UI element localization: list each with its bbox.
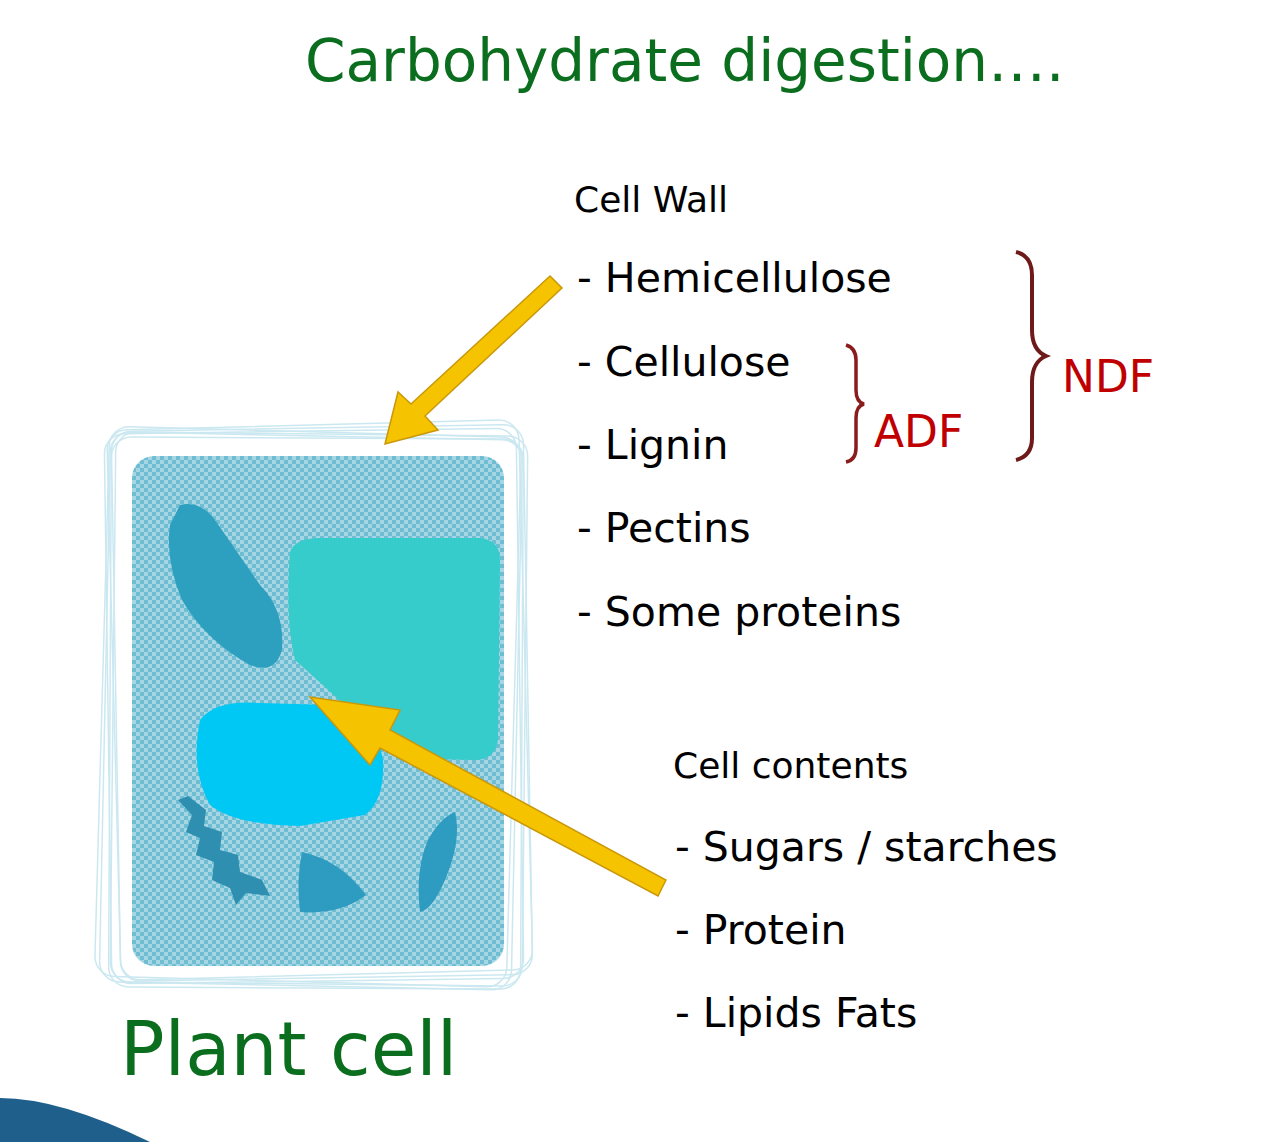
organelle (178, 796, 270, 905)
cell-wall-lines (94, 420, 533, 991)
list-item: - Sugars / starches (675, 827, 1058, 868)
cytoplasm (132, 456, 504, 966)
fiber-label: NDF (1062, 355, 1154, 399)
list-item: - Pectins (577, 508, 751, 549)
adf-bracket (846, 345, 864, 462)
ndf-bracket (1016, 252, 1046, 460)
section-heading: Cell Wall (574, 182, 728, 218)
pointer-arrow (310, 697, 666, 896)
organelle (169, 504, 282, 668)
pointer-arrow (385, 276, 562, 444)
slide-title: Carbohydrate digestion…. (305, 32, 1065, 90)
list-item: - Cellulose (577, 342, 791, 383)
section-heading: Cell contents (673, 748, 908, 784)
organelle (419, 812, 457, 912)
list-item: - Hemicellulose (577, 258, 892, 299)
list-item: - Lignin (577, 425, 728, 466)
organelle (298, 852, 366, 912)
list-item: - Lipids Fats (675, 993, 917, 1034)
list-item: - Some proteins (577, 592, 901, 633)
list-item: - Protein (675, 910, 847, 951)
corner-swoosh (0, 1098, 150, 1142)
fiber-label: ADF (874, 410, 963, 454)
figure-label: Plant cell (120, 1012, 457, 1086)
